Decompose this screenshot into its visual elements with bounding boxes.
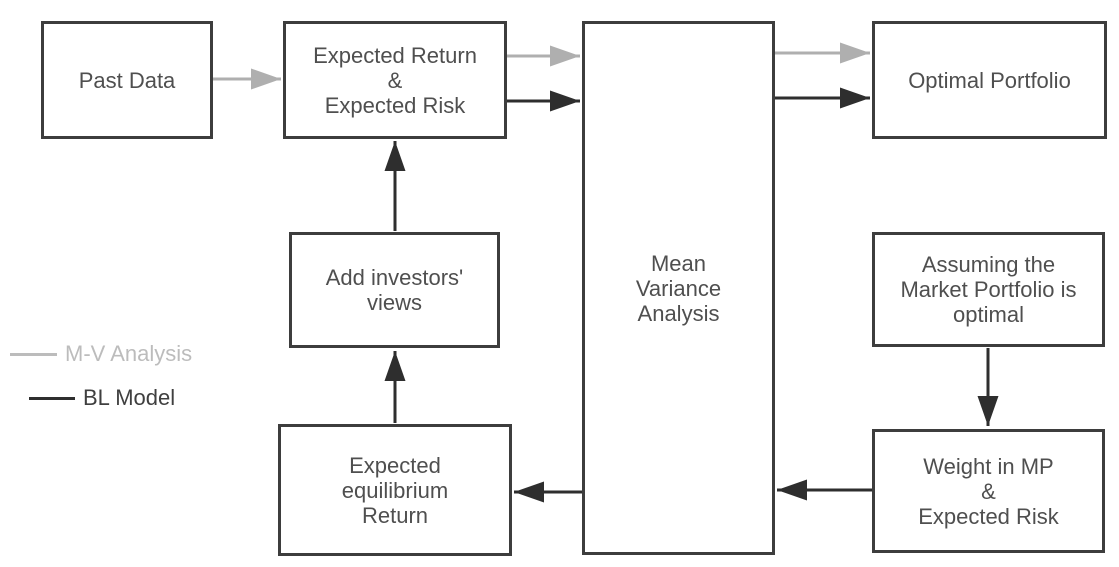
node-expected-equilibrium-return-label: Expected equilibrium Return bbox=[341, 452, 449, 528]
legend-mv-analysis: M-V Analysis bbox=[10, 340, 192, 368]
legend-bl-model: BL Model bbox=[29, 384, 175, 412]
node-assuming-market-portfolio-label: Assuming the Market Portfolio is optimal bbox=[900, 252, 1077, 327]
node-past-data: Past Data bbox=[41, 21, 213, 139]
legend-mv-analysis-label: M-V Analysis bbox=[65, 341, 193, 366]
node-mean-variance-analysis-label: Mean Variance Analysis bbox=[635, 250, 722, 326]
bl-line-swatch bbox=[29, 396, 75, 400]
node-weight-in-mp-label: Weight in MP & Expected Risk bbox=[918, 453, 1059, 529]
node-expected-return-risk-label: Expected Return & Expected Risk bbox=[313, 42, 477, 118]
node-add-investors-views-label: Add investors' views bbox=[325, 265, 464, 315]
legend-bl-model-label: BL Model bbox=[83, 385, 176, 410]
node-expected-equilibrium-return: Expected equilibrium Return bbox=[278, 424, 512, 556]
node-expected-return-risk: Expected Return & Expected Risk bbox=[283, 21, 507, 139]
node-add-investors-views: Add investors' views bbox=[289, 232, 500, 348]
node-optimal-portfolio-label: Optimal Portfolio bbox=[908, 67, 1071, 93]
node-optimal-portfolio: Optimal Portfolio bbox=[872, 21, 1107, 139]
node-assuming-market-portfolio: Assuming the Market Portfolio is optimal bbox=[872, 232, 1105, 347]
node-past-data-label: Past Data bbox=[78, 67, 176, 93]
mv-line-swatch bbox=[10, 352, 57, 356]
node-weight-in-mp: Weight in MP & Expected Risk bbox=[872, 429, 1105, 553]
node-mean-variance-analysis: Mean Variance Analysis bbox=[582, 21, 775, 555]
